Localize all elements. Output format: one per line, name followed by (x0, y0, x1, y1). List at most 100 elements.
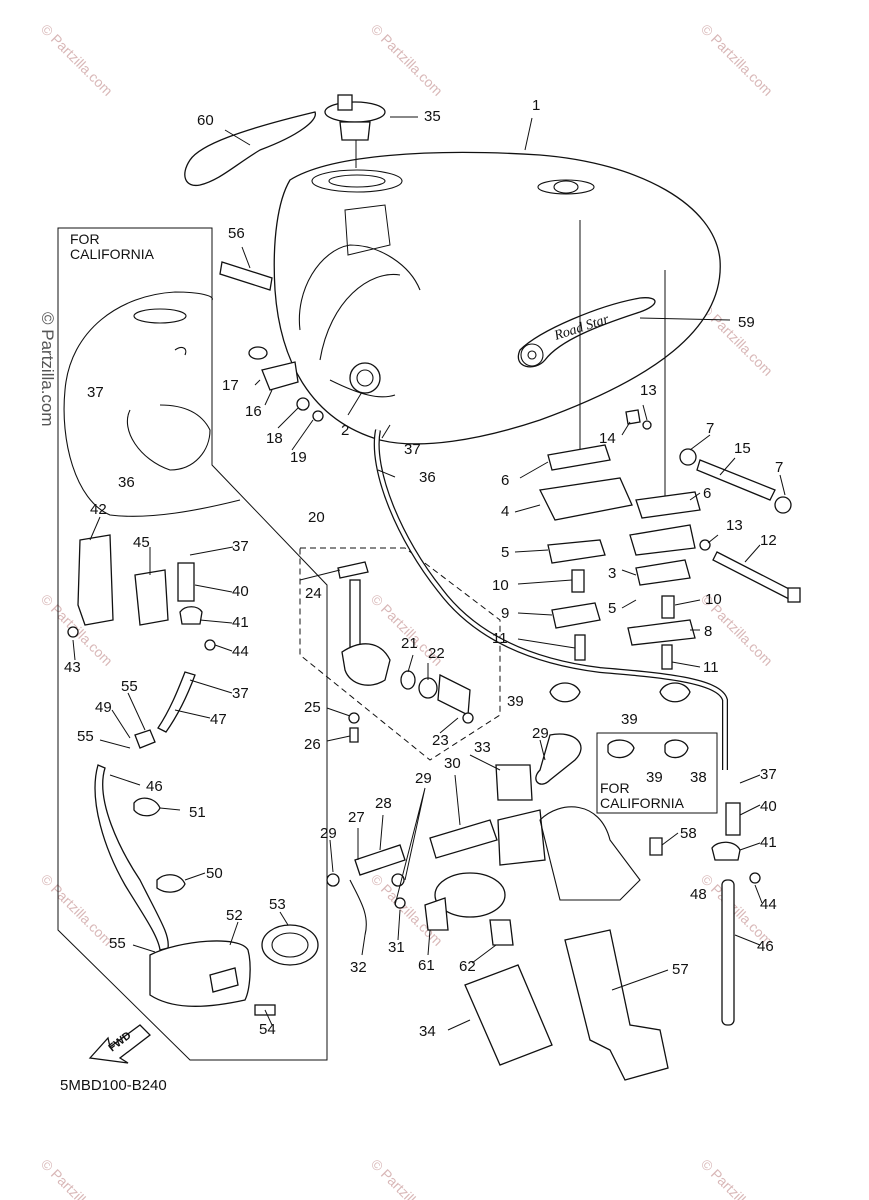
callout-50: 50 (206, 865, 223, 882)
mounting-bracket (564, 929, 669, 1081)
callout-2: 2 (341, 422, 349, 439)
callout-15: 15 (734, 440, 751, 457)
california-inset-border (596, 732, 718, 814)
watermark: © Partzilla.com (698, 1156, 776, 1200)
callout-35: 35 (424, 108, 441, 125)
screw (749, 872, 761, 884)
diagram-code: 5MBD100-B240 (60, 1077, 167, 1094)
california-box-label-line1: FOR (70, 231, 100, 247)
callout-4: 4 (501, 503, 509, 520)
tank-mount-hardware (539, 409, 801, 670)
vent-hose (721, 879, 735, 1026)
callout-40: 40 (760, 798, 777, 815)
callout-54: 54 (259, 1021, 276, 1038)
nut (312, 410, 324, 422)
callout-18: 18 (266, 430, 283, 447)
callout-37: 37 (404, 441, 421, 458)
forward-direction-arrow: FWD (88, 1024, 151, 1064)
callout-43: 43 (64, 659, 81, 676)
callout-59: 59 (738, 314, 755, 331)
callout-21: 21 (401, 635, 418, 652)
watermark: © Partzilla.com (38, 871, 116, 949)
callout-31: 31 (388, 939, 405, 956)
hose-clamp (711, 841, 741, 861)
callout-55: 55 (121, 678, 138, 695)
callout-37: 37 (232, 538, 249, 555)
fuel-hose-inner (375, 429, 727, 770)
callout-13: 13 (640, 382, 657, 399)
callout-40: 40 (232, 583, 249, 600)
callout-30: 30 (444, 755, 461, 772)
filler-ring (349, 362, 381, 394)
callout-37: 37 (87, 384, 104, 401)
tank-center-emblem (537, 179, 595, 195)
callout-37: 37 (760, 766, 777, 783)
callout-5: 5 (608, 600, 616, 617)
leader-lines (72, 116, 786, 1031)
callout-9: 9 (501, 605, 509, 622)
callout-26: 26 (304, 736, 321, 753)
hose-clamp (549, 682, 581, 703)
callout-6: 6 (501, 472, 509, 489)
callout-16: 16 (245, 403, 262, 420)
callout-25: 25 (304, 699, 321, 716)
inset-label-line1: FOR (600, 780, 630, 796)
callout-36: 36 (419, 469, 436, 486)
callout-61: 61 (418, 957, 435, 974)
callout-37: 37 (232, 685, 249, 702)
tank-gasket-strip (184, 111, 316, 187)
callout-11: 11 (492, 630, 508, 647)
fuel-pump-filter-area (326, 733, 582, 946)
callout-14: 14 (599, 430, 616, 447)
callout-17: 17 (222, 377, 239, 394)
callout-38: 38 (690, 769, 707, 786)
callout-56: 56 (228, 225, 245, 242)
callout-11: 11 (703, 659, 719, 676)
washer (296, 397, 310, 411)
callout-36: 36 (118, 474, 135, 491)
watermark: © Partzilla.com (698, 21, 776, 99)
callout-3: 3 (608, 565, 616, 582)
callout-29: 29 (415, 770, 432, 787)
watermark: © Partzilla.com (368, 21, 446, 99)
callout-1: 1 (532, 97, 540, 114)
pump-cover (464, 964, 553, 1066)
fuel-cock-group-outline (299, 547, 501, 761)
callout-6: 6 (703, 485, 711, 502)
watermark: © Partzilla.com (368, 1156, 446, 1200)
callout-13: 13 (726, 517, 743, 534)
callout-28: 28 (375, 795, 392, 812)
callout-47: 47 (210, 711, 227, 728)
callout-45: 45 (133, 534, 150, 551)
callout-29: 29 (320, 825, 337, 842)
callout-27: 27 (348, 809, 365, 826)
watermark: © Partzilla.com (38, 1156, 116, 1200)
callout-39: 39 (621, 711, 638, 728)
callout-51: 51 (189, 804, 206, 821)
callout-60: 60 (197, 112, 214, 129)
callout-55: 55 (77, 728, 94, 745)
watermark: © Partzilla.com (698, 301, 776, 379)
grommet (248, 346, 268, 360)
fuel-joint (725, 802, 741, 836)
hose-clamp (659, 682, 691, 703)
callout-7: 7 (775, 459, 783, 476)
callout-46: 46 (146, 778, 163, 795)
callout-19: 19 (290, 449, 307, 466)
watermark: © Partzilla.com (38, 21, 116, 99)
callout-49: 49 (95, 699, 112, 716)
hose-clamp (664, 739, 689, 759)
callout-46: 46 (757, 938, 774, 955)
callout-10: 10 (492, 577, 509, 594)
callout-33: 33 (474, 739, 491, 756)
callout-41: 41 (760, 834, 777, 851)
hose-clamp (607, 739, 635, 759)
fuel-tank: Road Star (273, 151, 721, 445)
callout-53: 53 (269, 896, 286, 913)
callout-44: 44 (760, 896, 777, 913)
callout-29: 29 (532, 725, 549, 742)
fuel-cap (324, 94, 386, 168)
callout-39: 39 (507, 693, 524, 710)
california-option-border (57, 227, 328, 1061)
